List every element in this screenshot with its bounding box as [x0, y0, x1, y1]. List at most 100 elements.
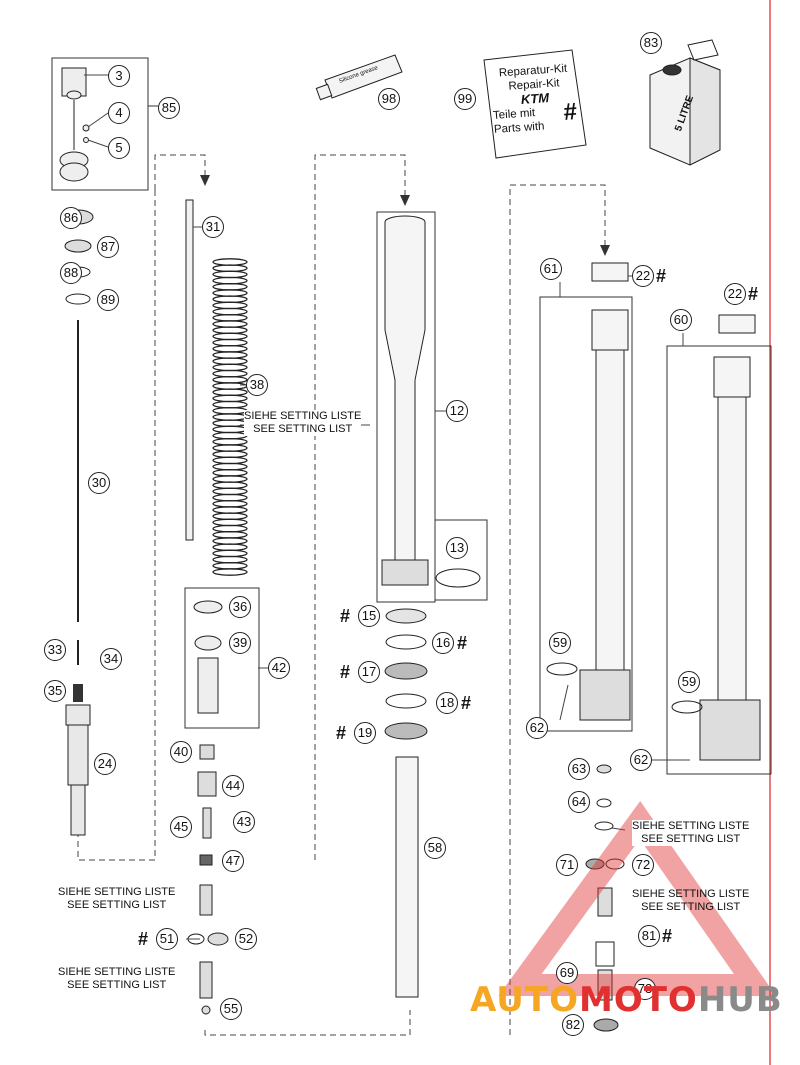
callout-24: 24 [94, 753, 116, 775]
spring-coil [212, 375, 248, 384]
repair-kit-mark: # [656, 266, 667, 286]
spring-coil [212, 344, 248, 353]
spring-coil [212, 506, 248, 514]
spring-coil [212, 524, 248, 533]
spring-coil [212, 462, 248, 471]
callout-31: 31 [202, 216, 224, 238]
callout-64: 64 [568, 791, 590, 813]
spring-coil [212, 425, 248, 434]
repair-kit-label: Reparatur-Kit Repair-Kit KTM Teile mit P… [490, 61, 581, 137]
assembly-box-61 [539, 296, 633, 732]
callout-85: 85 [158, 97, 180, 119]
spring-coil [212, 313, 248, 322]
callout-69: 69 [556, 962, 578, 984]
callout-62-right: 62 [630, 749, 652, 771]
callout-51: 51 [156, 928, 178, 950]
fork-leg-61 [579, 262, 631, 721]
callout-42: 42 [268, 657, 290, 679]
callout-44: 44 [222, 775, 244, 797]
grease-tube [315, 54, 403, 101]
arrow-heads [200, 175, 610, 256]
callout-59-left: 59 [549, 632, 571, 654]
bushings [384, 608, 428, 740]
assembly-box-42 [184, 587, 260, 729]
callout-39: 39 [229, 632, 251, 654]
spring-coil [212, 475, 248, 483]
repair-kit-mark: # [461, 693, 472, 713]
callout-62-left: 62 [526, 717, 548, 739]
callout-81: 81 [638, 925, 660, 947]
spring-coil [212, 369, 248, 378]
spring-coil [212, 431, 248, 440]
push-rod [185, 199, 194, 541]
spring-coil [212, 456, 248, 465]
spring-coil [212, 561, 248, 570]
spring-coil [212, 295, 248, 304]
callout-17: 17 [358, 661, 380, 683]
fork-spring [212, 258, 248, 576]
callout-36: 36 [229, 596, 251, 618]
assembly-box-85 [51, 57, 149, 191]
callout-88: 88 [60, 262, 82, 284]
spring-coil [212, 338, 248, 347]
callout-98: 98 [378, 88, 400, 110]
spring-coil [212, 437, 248, 446]
callout-33: 33 [44, 639, 66, 661]
spring-coil [212, 270, 248, 279]
oil-can [649, 39, 721, 166]
repair-kit-mark: # [457, 633, 468, 653]
inner-tube [395, 756, 419, 998]
spring-coil [212, 332, 248, 341]
valve-parts [187, 744, 229, 1015]
callout-83: 83 [640, 32, 662, 54]
spring-coil [212, 549, 248, 558]
spring-coil [212, 518, 248, 527]
setting-note-spring: SIEHE SETTING LISTE SEE SETTING LIST [244, 410, 362, 436]
callout-34: 34 [100, 648, 122, 670]
spring-coil [212, 444, 248, 452]
callout-4: 4 [108, 102, 130, 124]
callout-60: 60 [670, 309, 692, 331]
cartridge-tube [65, 704, 91, 836]
callout-99: 99 [454, 88, 476, 110]
callout-89: 89 [97, 289, 119, 311]
callout-71: 71 [556, 854, 578, 876]
spring-coil [212, 351, 248, 359]
callout-63: 63 [568, 758, 590, 780]
spring-coil [212, 307, 248, 316]
repair-kit-card [483, 49, 587, 159]
callout-61: 61 [540, 258, 562, 280]
callout-43: 43 [233, 811, 255, 833]
dashed-routing [77, 154, 606, 1036]
spring-coil [212, 406, 248, 415]
setting-note-shim-2: SIEHE SETTING LISTE SEE SETTING LIST [58, 966, 176, 992]
setting-note-compression-2: SIEHE SETTING LISTE SEE SETTING LIST [632, 888, 750, 913]
spring-coil [212, 320, 248, 328]
callout-40: 40 [170, 741, 192, 763]
callout-16: 16 [432, 632, 454, 654]
assembly-box-60 [666, 345, 772, 775]
spring-coil [212, 537, 248, 545]
spring-coil [212, 301, 248, 310]
repair-kit-mark: # [748, 284, 759, 304]
spring-coil [212, 543, 248, 552]
assembly-box-12 [376, 211, 436, 603]
fork-leg-60 [699, 314, 761, 761]
callout-12: 12 [446, 400, 468, 422]
spring-coil [212, 568, 248, 576]
callout-52: 52 [235, 928, 257, 950]
callout-22-upper: 22 [632, 265, 654, 287]
repair-kit-mark: # [336, 723, 347, 743]
setting-note-compression-1: SIEHE SETTING LISTE SEE SETTING LIST [632, 820, 750, 846]
callout-45: 45 [170, 816, 192, 838]
callout-47: 47 [222, 850, 244, 872]
callout-35: 35 [44, 680, 66, 702]
repair-kit-symbol: # [562, 98, 578, 127]
repair-kit-mark: # [340, 606, 351, 626]
spring-coil [212, 450, 248, 459]
callout-72: 72 [632, 854, 654, 876]
callout-18: 18 [436, 692, 458, 714]
spring-coil [212, 487, 248, 496]
callout-30: 30 [88, 472, 110, 494]
spring-coil [212, 388, 248, 397]
